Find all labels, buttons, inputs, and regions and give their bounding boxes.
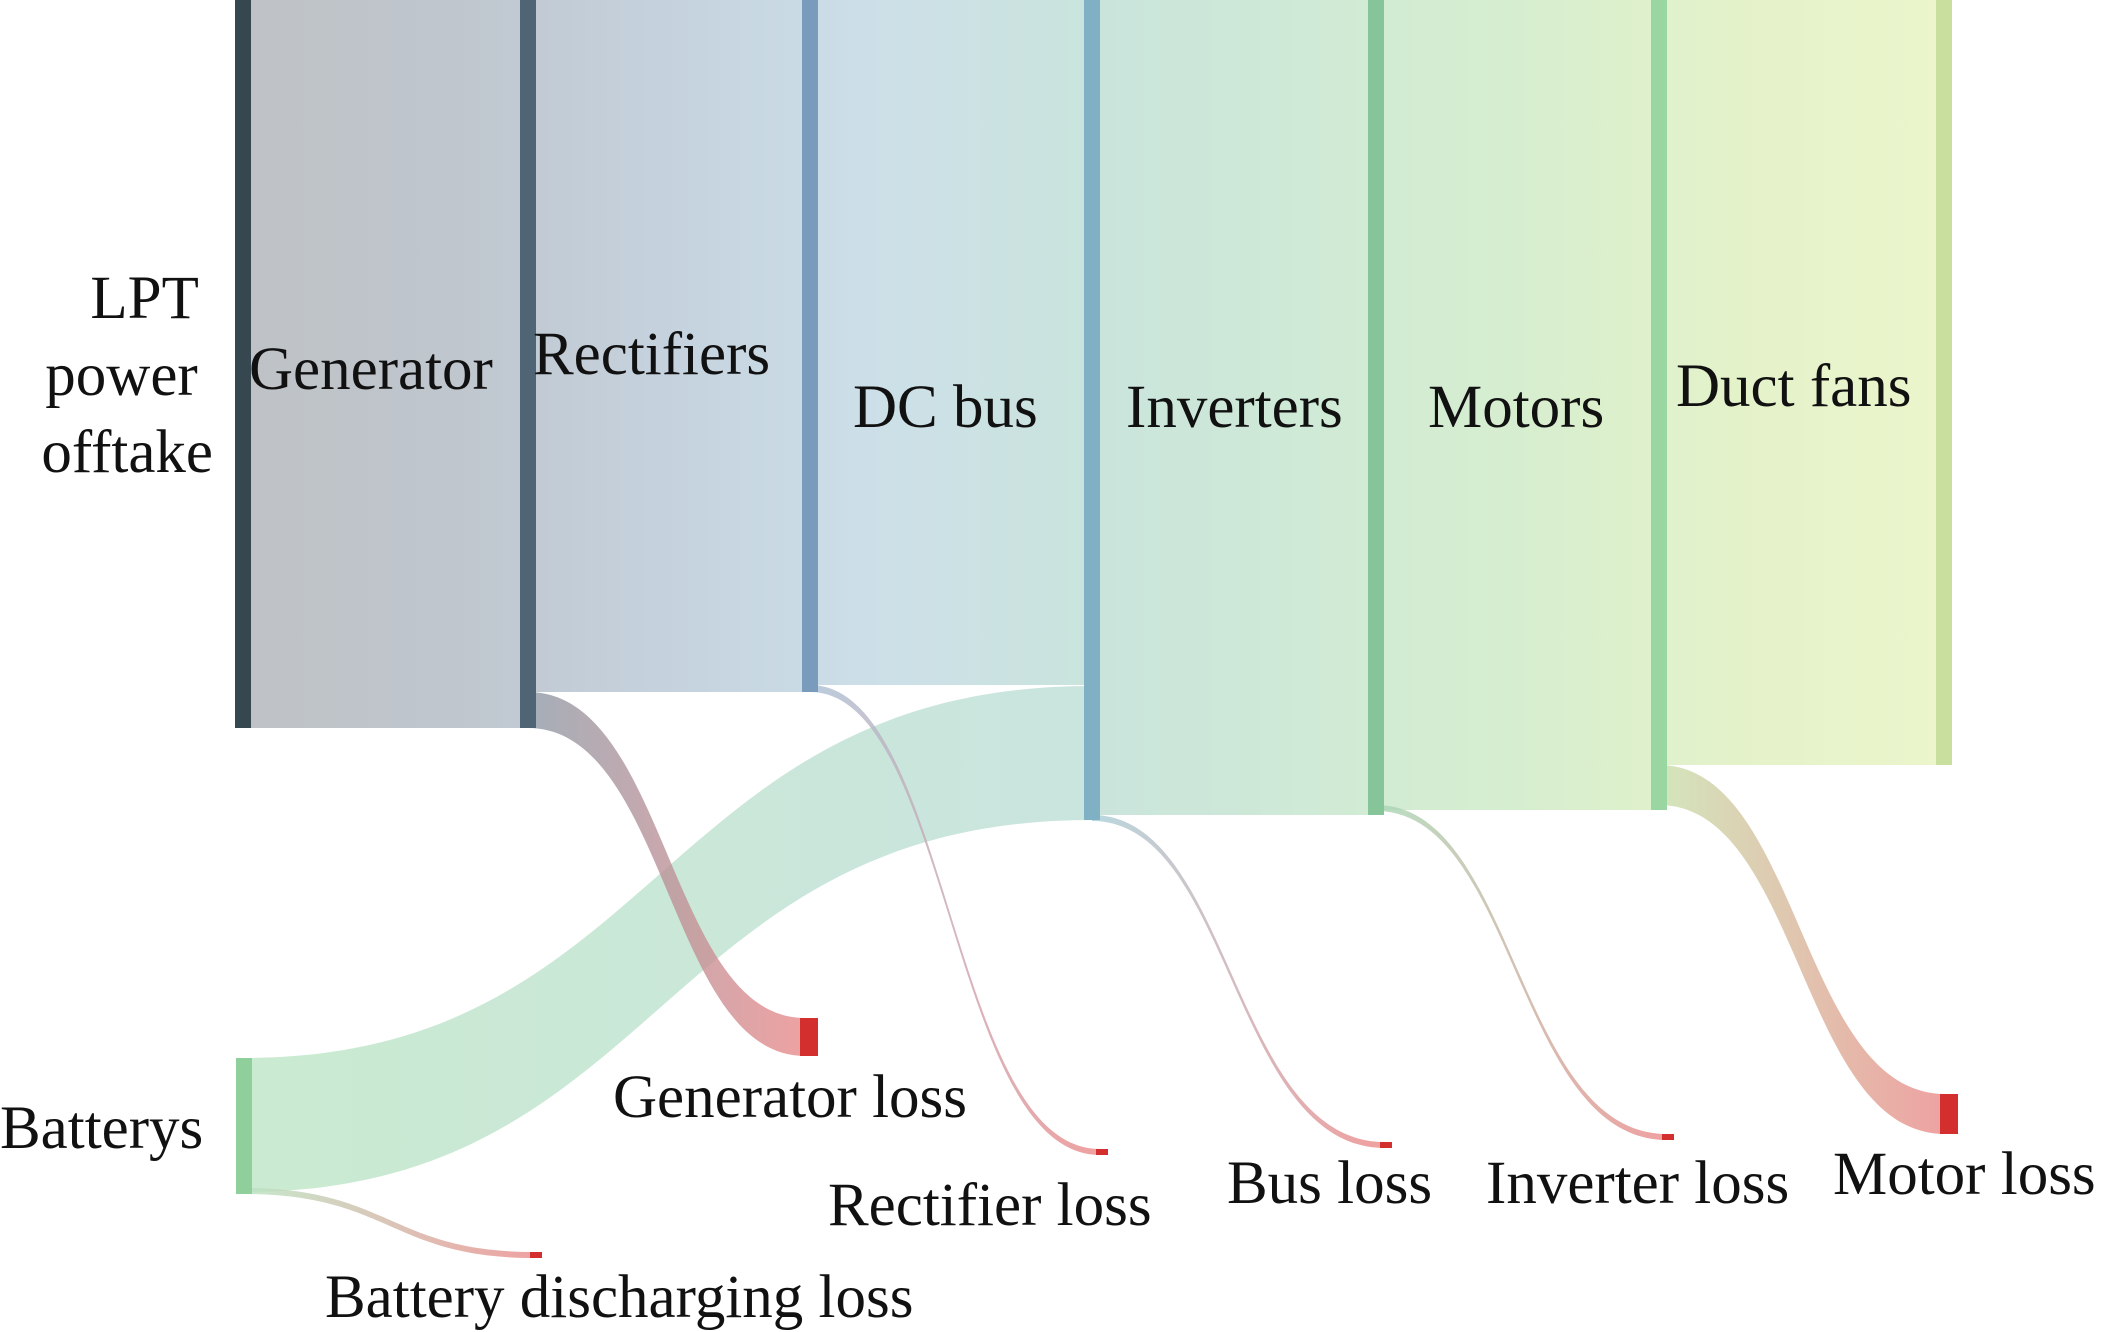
flow-generator-to-rectifiers	[528, 0, 810, 692]
node-label-motor-loss: Motor loss	[1833, 1141, 2096, 1208]
node-label-motors: Motors	[1428, 374, 1604, 441]
flow-inverters-to-inverter-loss	[1376, 805, 1667, 1140]
flow-dc-bus-to-inverters	[1092, 0, 1376, 815]
node-label-battery-discharging-loss: Battery discharging loss	[325, 1264, 913, 1331]
node-bar-dc-bus	[1084, 0, 1100, 820]
node-bar-duct-fans	[1936, 0, 1952, 765]
node-label-generator: Generator	[249, 336, 493, 403]
flow-generator-to-generator-loss	[528, 692, 805, 1056]
node-label-rectifier-loss: Rectifier loss	[828, 1172, 1152, 1239]
node-label-batterys: Batterys	[0, 1095, 203, 1162]
flow-dc-bus-to-bus-loss	[1092, 815, 1385, 1148]
node-bar-batterys	[236, 1058, 252, 1194]
flow-lpt-to-generator	[240, 0, 528, 728]
node-bar-inverter-loss	[1662, 1134, 1674, 1140]
node-bar-motors	[1651, 0, 1667, 810]
node-label-inverters: Inverters	[1126, 374, 1343, 441]
node-label-inverter-loss: Inverter loss	[1486, 1150, 1789, 1217]
node-label-rectifiers: Rectifiers	[533, 321, 770, 388]
node-label-bus-loss: Bus loss	[1227, 1150, 1432, 1217]
flow-batterys-to-battery-discharging-loss	[244, 1188, 535, 1258]
node-label-dc-bus: DC bus	[853, 374, 1038, 441]
flow-motors-to-motor-loss	[1659, 765, 1945, 1134]
node-label-generator-loss: Generator loss	[613, 1064, 967, 1131]
flow-batterys-to-dc-bus	[244, 686, 1092, 1192]
node-bar-battery-discharging-loss	[530, 1252, 542, 1258]
flow-inverters-to-motors	[1376, 0, 1659, 810]
node-bar-generator-loss	[800, 1018, 818, 1056]
node-label-lpt: LPT power offtake	[41, 265, 213, 486]
node-label-duct-fans: Duct fans	[1676, 353, 1911, 420]
node-bar-bus-loss	[1380, 1142, 1392, 1148]
node-bar-inverters	[1368, 0, 1384, 815]
node-bar-rectifiers	[802, 0, 818, 692]
node-bar-motor-loss	[1940, 1094, 1958, 1134]
node-bar-rectifier-loss	[1096, 1149, 1108, 1155]
flow-motors-to-duct-fans	[1659, 0, 1944, 765]
node-bar-lpt	[235, 0, 251, 728]
node-bar-generator	[520, 0, 536, 728]
flow-rectifiers-to-dc-bus	[810, 0, 1092, 685]
